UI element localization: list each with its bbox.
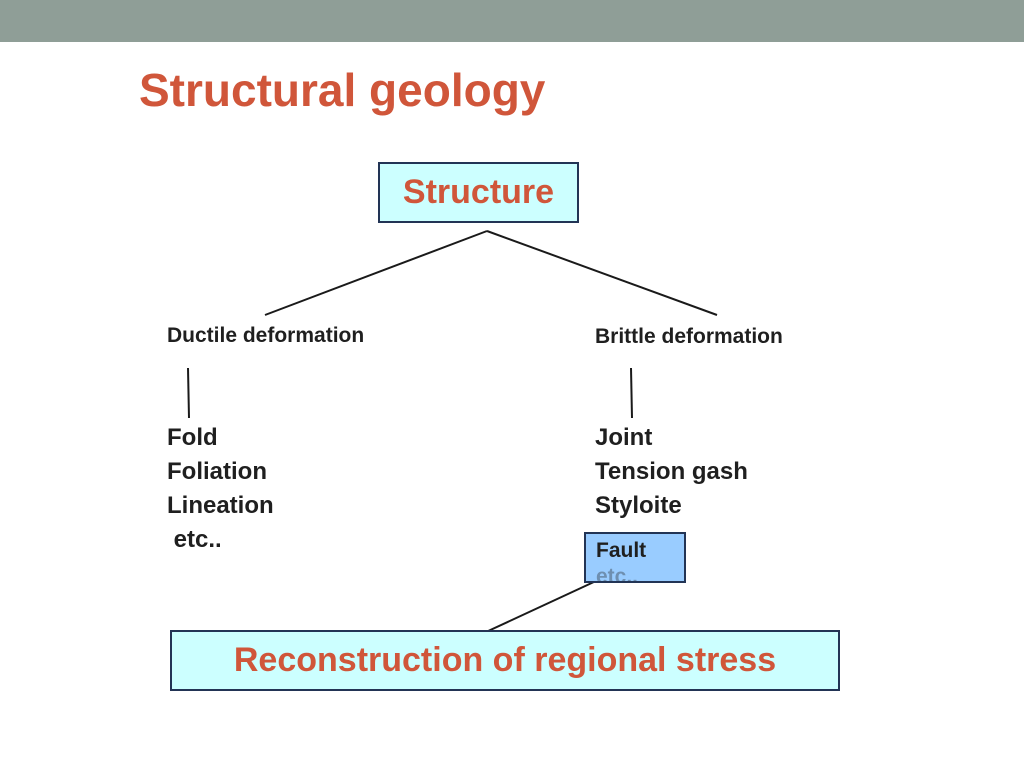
obscured-etc-label: etc.. — [596, 565, 639, 583]
brittle-structures-list: Joint Tension gash Styloite — [595, 421, 748, 523]
connector-fault-to-reconstruction — [485, 580, 597, 633]
list-item: Foliation — [167, 458, 267, 485]
list-item: Fold — [167, 424, 218, 451]
brittle-deformation-label: Brittle deformation — [595, 325, 783, 348]
structure-root-box: Structure — [378, 162, 579, 223]
connector-ductile-to-list — [187, 367, 190, 419]
reconstruction-box: Reconstruction of regional stress — [170, 630, 840, 691]
connector-brittle-to-list — [630, 367, 633, 419]
connector-structure-to-ductile — [264, 230, 488, 316]
list-item: Styloite — [595, 492, 682, 519]
connector-structure-to-brittle — [486, 230, 718, 316]
ductile-structures-list: Fold Foliation Lineation etc.. — [167, 421, 274, 557]
list-item: Joint — [595, 424, 653, 451]
slide-title: Structural geology — [139, 64, 546, 116]
list-item: Tension gash — [595, 458, 748, 485]
fault-highlight-box: Fault etc.. — [584, 532, 686, 583]
list-item: etc.. — [167, 526, 222, 553]
list-item: Lineation — [167, 492, 274, 519]
header-bar — [0, 0, 1024, 42]
ductile-deformation-label: Ductile deformation — [167, 324, 365, 347]
fault-label: Fault — [596, 539, 647, 562]
